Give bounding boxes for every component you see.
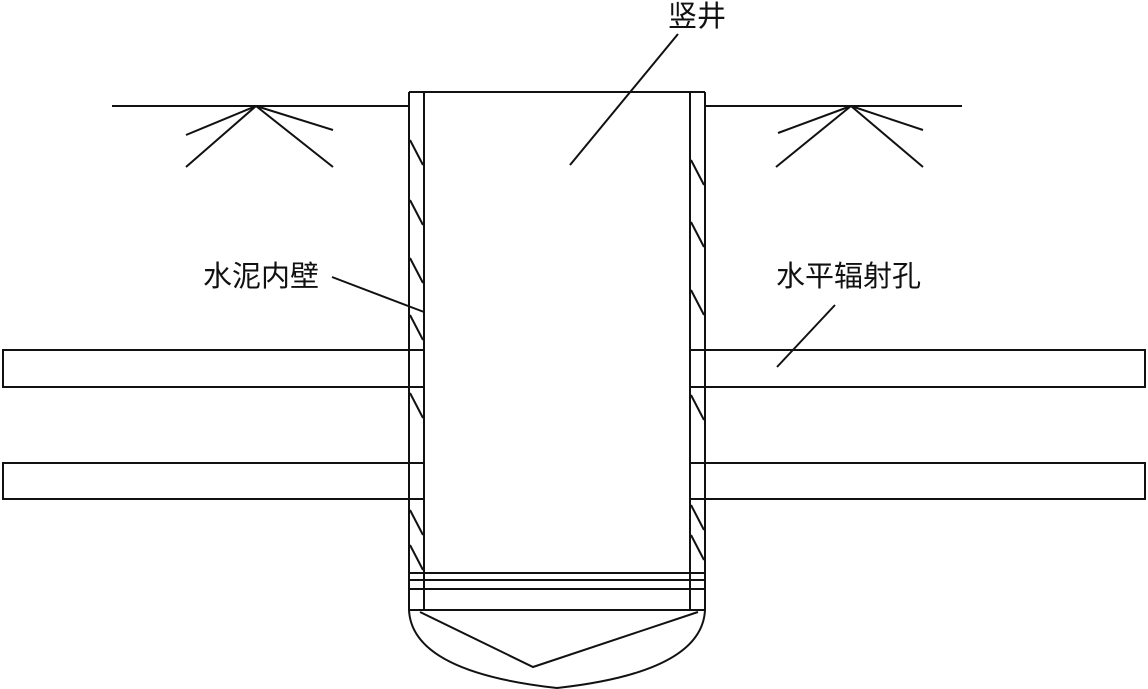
label-radial-holes: 水平辐射孔: [776, 259, 922, 293]
leader-radial-holes: [776, 304, 836, 368]
wall-hatch-left: [409, 139, 424, 571]
label-cement-wall: 水泥内壁: [203, 259, 320, 293]
soil-symbol-right: [775, 105, 924, 168]
wall-hatch-right: [690, 159, 705, 561]
label-shaft: 竖井: [668, 0, 727, 33]
radial-hole-right-lower: [689, 462, 1146, 500]
shaft-bottom-cone: [408, 598, 706, 689]
shaft-bottom-inner: [419, 611, 699, 669]
radial-hole-right-upper: [689, 349, 1146, 388]
radial-hole-left-upper: [2, 349, 425, 388]
soil-symbol-left: [185, 105, 334, 168]
leader-shaft: [569, 33, 679, 166]
leader-cement-wall: [331, 276, 425, 313]
shaft-bottom-bands: [409, 572, 705, 611]
radial-hole-left-lower: [2, 462, 425, 500]
